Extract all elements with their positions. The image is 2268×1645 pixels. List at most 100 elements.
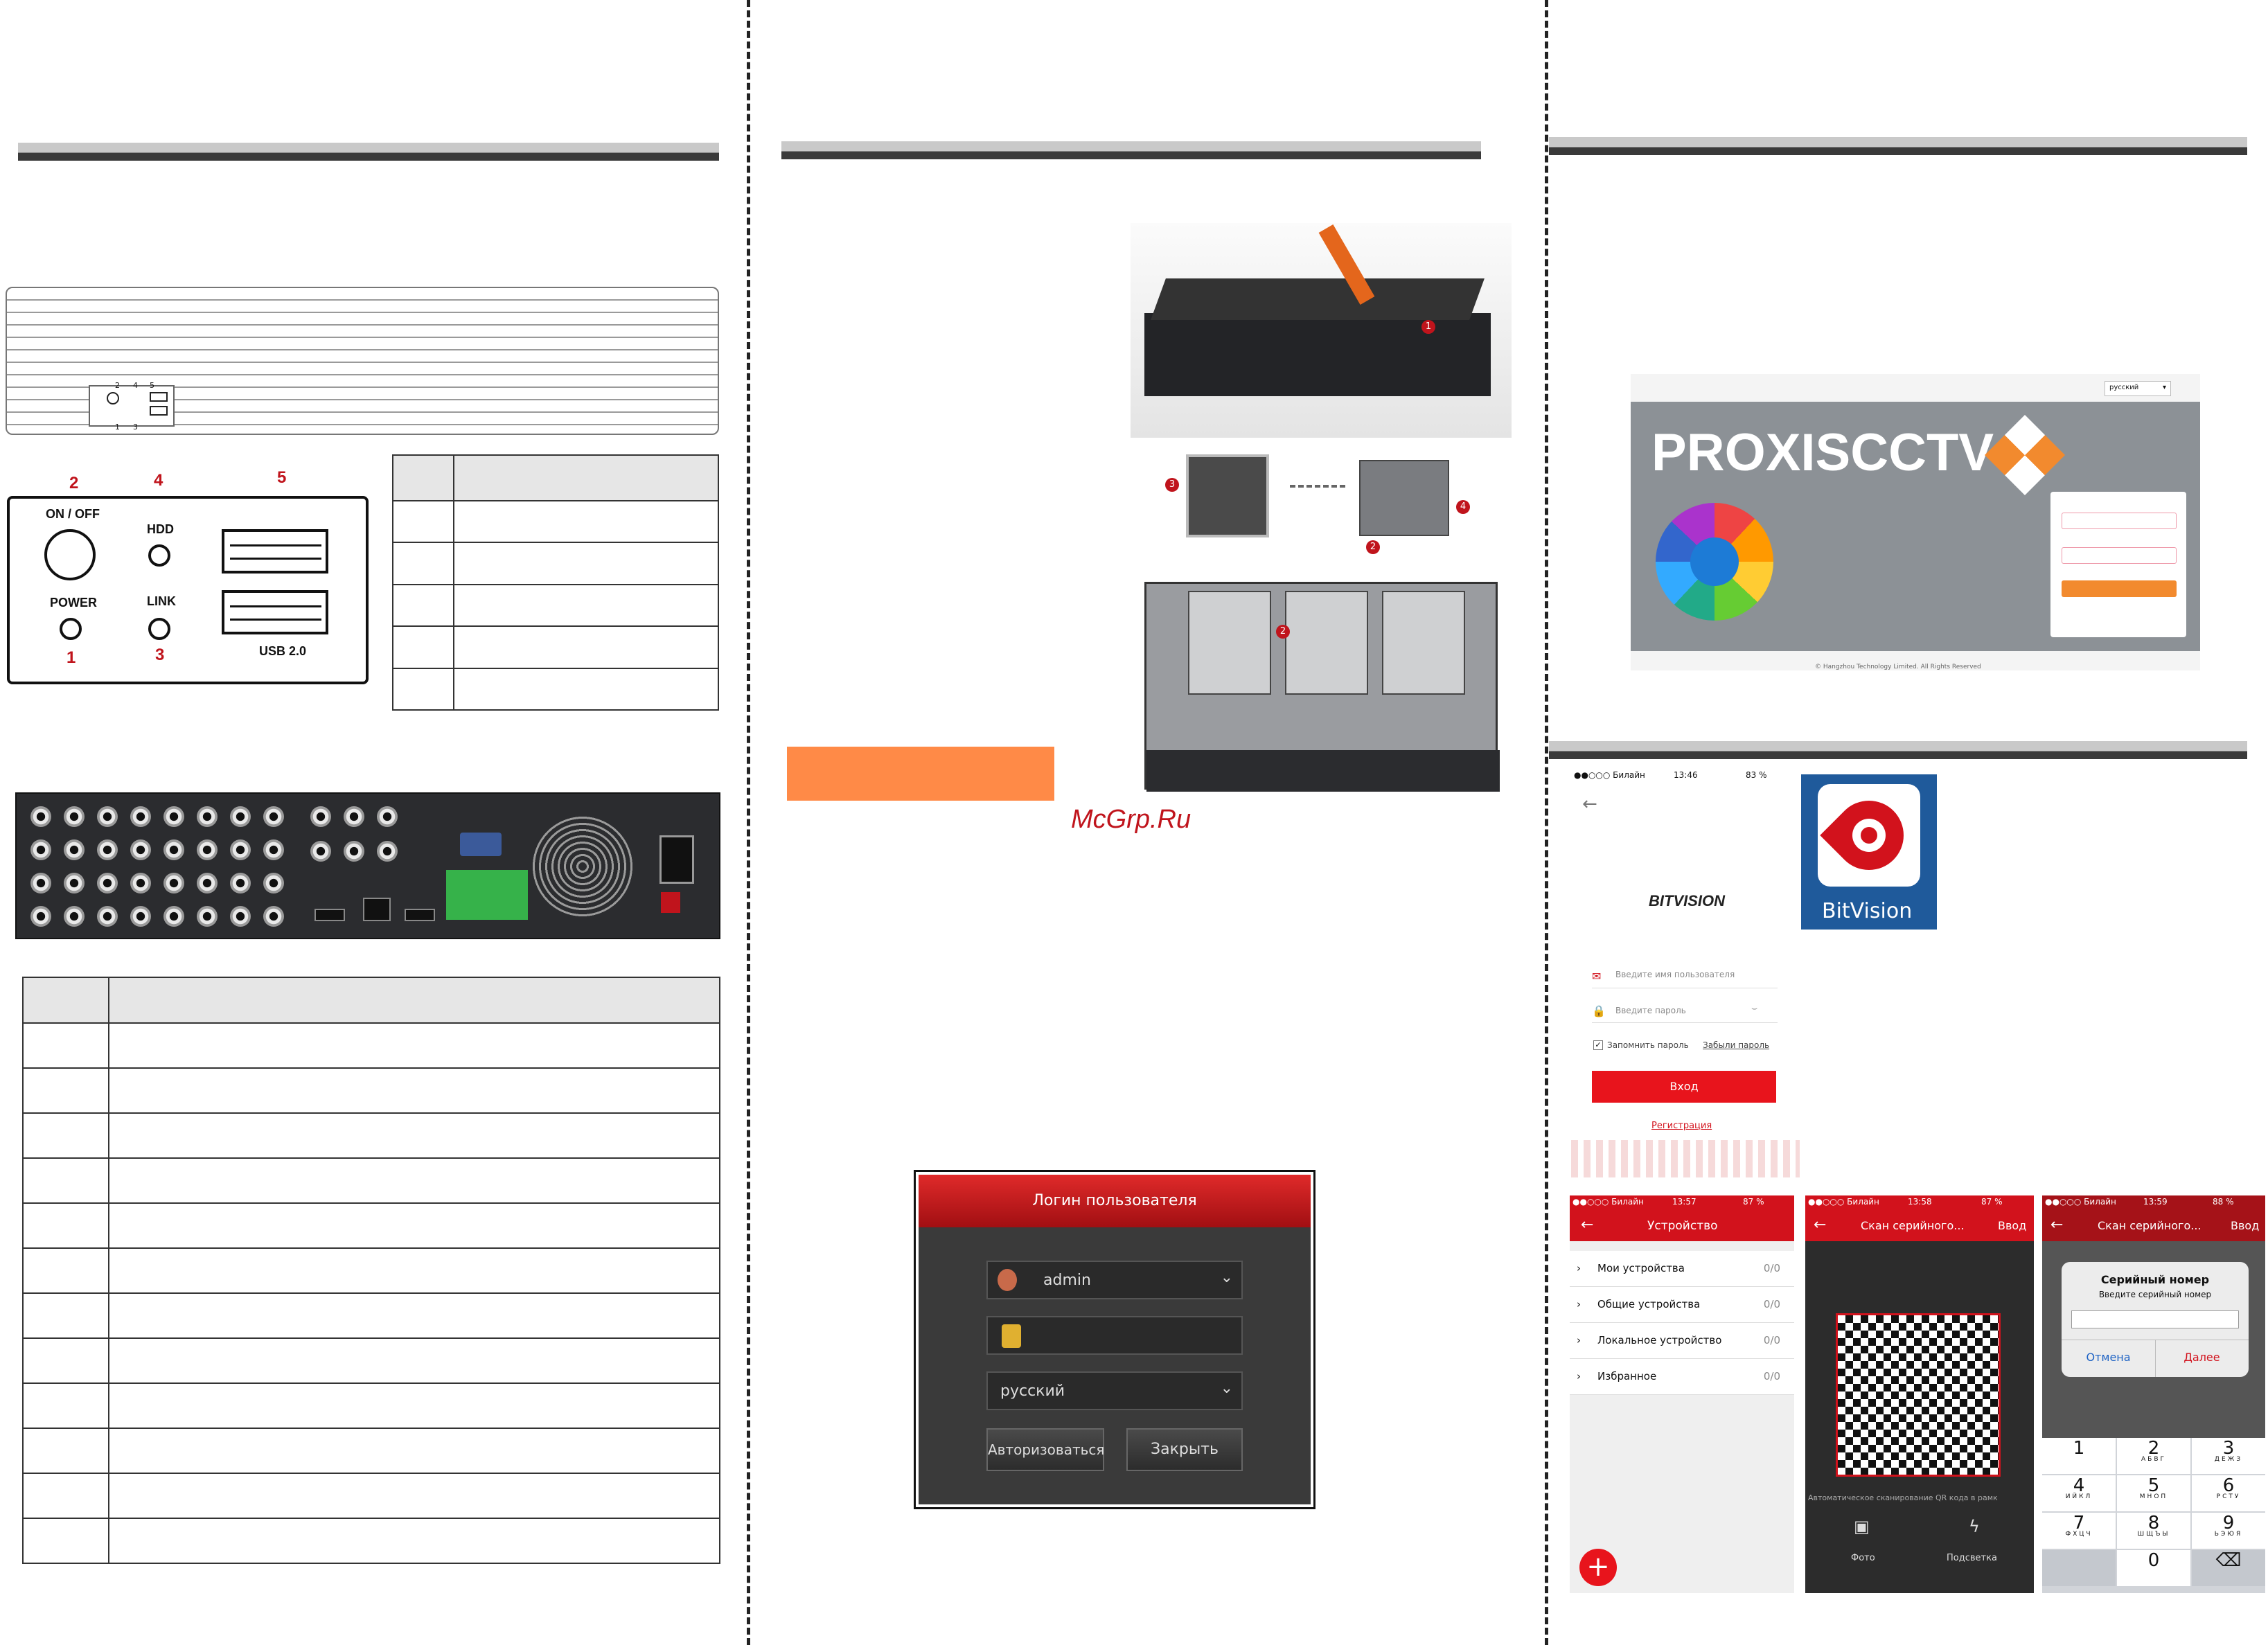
forgot-password-link[interactable]: Забыли пароль [1703, 1040, 1770, 1050]
qr-scan-frame [1836, 1313, 2001, 1477]
serial-dialog: Серийный номер Введите серийный номер От… [2062, 1262, 2249, 1377]
hdd-mount-photo: 3 2 4 2 [1131, 443, 1512, 803]
web-login-button[interactable] [2062, 580, 2177, 597]
web-login-banner: PROXISCCTV [1631, 402, 2200, 651]
alarm-terminal-block [446, 870, 528, 920]
web-language-select[interactable]: русский ▾ [2105, 381, 2171, 396]
fan-icon [531, 815, 635, 918]
language-select[interactable]: русский ⌄ [986, 1371, 1243, 1410]
power-socket-icon [659, 835, 694, 884]
devices-header: ●●○○○ Билайн 13:57 87 % ← Устройство [1570, 1195, 1794, 1241]
step-marker: 1 [1421, 320, 1435, 334]
step-marker: 2 [1366, 540, 1380, 554]
web-login-form [2050, 492, 2186, 637]
callout-1: 1 [67, 648, 76, 667]
web-login-screenshot: русский ▾ PROXISCCTV © Hangzhou Technolo… [1631, 374, 2200, 670]
list-item[interactable]: › Общие устройства 0/0 [1570, 1287, 1794, 1323]
status-battery: 87 % [1981, 1197, 2003, 1207]
orange-note-box [787, 747, 1054, 801]
back-arrow-icon[interactable]: ← [1582, 794, 1597, 815]
keypad-key[interactable]: 0 [2117, 1550, 2190, 1586]
next-button[interactable]: Далее [2183, 1351, 2220, 1364]
rear-panel-photo [15, 792, 720, 939]
backspace-key[interactable]: ⌫ [2192, 1550, 2265, 1586]
column-separator [747, 0, 750, 1645]
register-link[interactable]: Регистрация [1651, 1121, 1712, 1131]
dvr-login-window: Логин пользователя admin ⌄ русский ⌄ Авт… [914, 1170, 1315, 1509]
devices-screen: ●●○○○ Билайн 13:57 87 % ← Устройство › М… [1570, 1195, 1794, 1593]
lock-icon: 🔒 [1592, 1004, 1606, 1017]
hdmi-port-icon [314, 909, 345, 921]
mini-number: 4 [133, 381, 138, 390]
close-button[interactable]: Закрыть [1126, 1428, 1243, 1471]
flash-label: Подсветка [1947, 1553, 1997, 1563]
status-battery: 88 % [2213, 1197, 2234, 1207]
add-device-button[interactable]: + [1579, 1549, 1617, 1586]
front-panel-overview: 2 4 5 1 3 [6, 287, 719, 435]
step-marker: 2 [1276, 625, 1290, 639]
dvr-open-chassis [1144, 582, 1500, 792]
web-username-input[interactable] [2062, 513, 2177, 529]
usb-port-icon [222, 529, 328, 573]
login-title: Логин пользователя [919, 1175, 1311, 1227]
vga-port-icon [460, 833, 502, 856]
scan-title: Скан серийного... [1861, 1219, 1965, 1232]
password-placeholder[interactable]: Введите пароль [1615, 1006, 1686, 1015]
username-placeholder[interactable]: Введите имя пользователя [1615, 970, 1735, 979]
manual-entry-button[interactable]: Ввод [2231, 1219, 2260, 1232]
back-arrow-icon[interactable]: ← [1814, 1216, 1827, 1234]
web-password-input[interactable] [2062, 547, 2177, 564]
mini-number: 2 [115, 381, 120, 390]
watermark: McGrp.Ru [1071, 805, 1191, 834]
list-item[interactable]: › Избранное 0/0 [1570, 1359, 1794, 1395]
devices-title: Устройство [1647, 1219, 1718, 1233]
back-arrow-icon[interactable]: ← [1581, 1216, 1594, 1234]
eye-icon[interactable]: ⌣ [1751, 1003, 1758, 1014]
status-bar: ●●○○○ Билайн 13:57 87 % [1570, 1195, 1794, 1211]
manual-entry-button[interactable]: Ввод [1998, 1219, 2027, 1232]
hdd-label: HDD [147, 522, 174, 536]
bitvision-app-icon: BitVision [1801, 774, 1937, 930]
status-time: 13:57 [1672, 1197, 1696, 1207]
login-button[interactable]: Авторизоваться [986, 1428, 1104, 1471]
callout-4: 4 [154, 471, 163, 490]
on-off-button[interactable] [44, 529, 96, 580]
section-bar [1549, 741, 2247, 759]
back-arrow-icon[interactable]: ← [2050, 1216, 2064, 1234]
photo-icon[interactable]: ▣ [1854, 1517, 1870, 1536]
callout-2: 2 [69, 474, 79, 492]
dvr-cover-photo: 1 [1131, 223, 1512, 438]
callout-3: 3 [155, 646, 165, 664]
login-button[interactable]: Вход [1592, 1071, 1776, 1103]
scan-screen: ●●○○○ Билайн 13:58 87 % ← Скан серийного… [1805, 1195, 2034, 1593]
keypad-key[interactable]: 1 [2042, 1438, 2116, 1474]
flashlight-icon[interactable]: ϟ [1969, 1517, 1980, 1536]
esata-port-icon [405, 909, 435, 921]
usb-port-icon [150, 406, 168, 416]
remember-checkbox[interactable]: ✓ [1593, 1040, 1603, 1050]
password-input[interactable] [986, 1316, 1243, 1355]
serial-number-input[interactable] [2071, 1310, 2239, 1328]
chevron-right-icon: › [1577, 1334, 1581, 1346]
list-item-label: Общие устройства [1597, 1298, 1701, 1310]
status-bar: ●●○○○ Билайн 13:59 88 % [2042, 1195, 2265, 1211]
brand-logo-icon [1985, 415, 2065, 495]
globe-icon [1690, 537, 1739, 586]
brand-logo: PROXISCCTV [1651, 423, 1994, 482]
dvr-chassis [1144, 313, 1491, 396]
cancel-button[interactable]: Отмена [2086, 1351, 2131, 1364]
username-select[interactable]: admin ⌄ [986, 1261, 1243, 1299]
list-item[interactable]: › Мои устройства 0/0 [1570, 1251, 1794, 1287]
list-item[interactable]: › Локальное устройство 0/0 [1570, 1323, 1794, 1359]
user-icon [998, 1269, 1017, 1291]
status-carrier: ●●○○○ Билайн [2045, 1197, 2116, 1207]
